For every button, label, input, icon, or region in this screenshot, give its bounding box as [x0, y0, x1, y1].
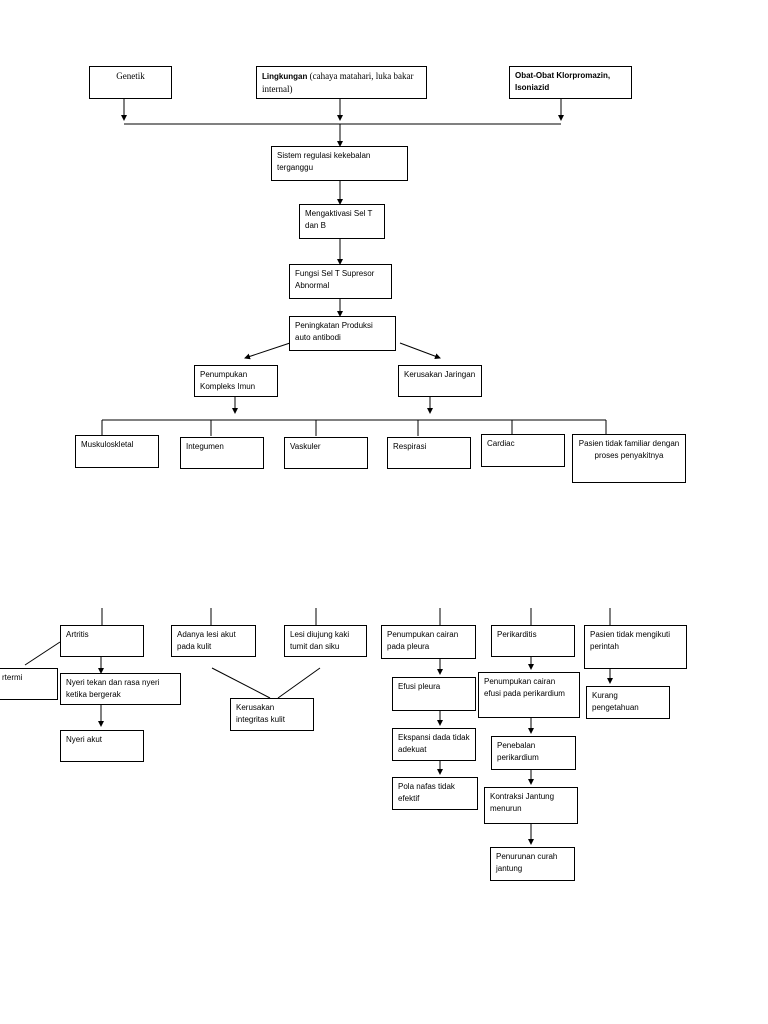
- box-pasien-perintah-text: Pasien tidak mengikuti perintah: [590, 630, 671, 651]
- box-kerusakan-jaringan: Kerusakan Jaringan: [398, 365, 482, 397]
- box-ekspansi-text: Ekspansi dada tidak adekuat: [398, 733, 470, 754]
- box-genetik: Genetik: [89, 66, 172, 99]
- box-penumpukan-kompleks-text: Penumpukan Kompleks Imun: [200, 370, 256, 391]
- box-muskuloskletal: Muskuloskletal: [75, 435, 159, 468]
- box-vaskuler: Vaskuler: [284, 437, 368, 469]
- box-pasien-familiar-text: Pasien tidak familiar dengan proses peny…: [578, 439, 680, 460]
- box-efusi-pleura: Efusi pleura: [392, 677, 476, 711]
- box-fungsi-sel: Fungsi Sel T Supresor Abnormal: [289, 264, 392, 299]
- box-pasien-familiar: Pasien tidak familiar dengan proses peny…: [572, 434, 686, 483]
- box-pola-nafas-text: Pola nafas tidak efektif: [398, 782, 455, 803]
- box-penurunan-text: Penurunan curah jantung: [496, 852, 558, 873]
- box-respirasi: Respirasi: [387, 437, 471, 469]
- box-fungsi-sel-text: Fungsi Sel T Supresor Abnormal: [295, 269, 375, 290]
- box-peningkatan-text: Peningkatan Produksi auto antibodi: [295, 321, 373, 342]
- box-obat: Obat-Obat Klorpromazin, Isoniazid: [509, 66, 632, 99]
- box-nyeri-akut: Nyeri akut: [60, 730, 144, 762]
- box-lingkungan: Lingkungan (cahaya matahari, luka bakar …: [256, 66, 427, 99]
- box-genetik-text: Genetik: [116, 71, 145, 81]
- box-hipertermi-text: rtermi: [2, 673, 23, 682]
- connector-line-29: [277, 667, 321, 699]
- box-mengaktivasi: Mengaktivasi Sel T dan B: [299, 204, 385, 239]
- connector-arrow-8: [244, 342, 291, 360]
- box-penumpukan-pleura-text: Penumpukan cairan pada pleura: [387, 630, 459, 651]
- box-integumen: Integumen: [180, 437, 264, 469]
- box-penumpukan-kompleks: Penumpukan Kompleks Imun: [194, 365, 278, 397]
- box-kerusakan-jaringan-text: Kerusakan Jaringan: [404, 370, 476, 379]
- box-lingkungan-rest: (cahaya matahari, luka bakar internal): [262, 71, 414, 95]
- connector-arrow-9: [399, 342, 441, 360]
- box-sistem-regulasi-text: Sistem regulasi kekebalan terganggu: [277, 151, 371, 172]
- box-integumen-text: Integumen: [186, 442, 224, 451]
- box-kerusakan-kulit-text: Kerusakan integritas kulit: [236, 703, 285, 724]
- box-ekspansi: Ekspansi dada tidak adekuat: [392, 728, 476, 761]
- box-nyeri-tekan: Nyeri tekan dan rasa nyeri ketika berger…: [60, 673, 181, 705]
- box-perikarditis: Perikarditis: [491, 625, 575, 657]
- connector-line-25: [24, 641, 61, 666]
- box-penumpukan-perikardium-text: Penumpukan cairan efusi pada perikardium: [484, 677, 565, 698]
- box-kontraksi-text: Kontraksi Jantung menurun: [490, 792, 555, 813]
- box-mengaktivasi-text: Mengaktivasi Sel T dan B: [305, 209, 373, 230]
- box-respirasi-text: Respirasi: [393, 442, 427, 451]
- box-cardiac-text: Cardiac: [487, 439, 515, 448]
- box-kurang-pengetahuan: Kurang pengetahuan: [586, 686, 670, 719]
- box-pasien-perintah: Pasien tidak mengikuti perintah: [584, 625, 687, 669]
- box-peningkatan: Peningkatan Produksi auto antibodi: [289, 316, 396, 351]
- box-lesi-ujung-text: Lesi diujung kaki tumit dan siku: [290, 630, 350, 651]
- box-kerusakan-kulit: Kerusakan integritas kulit: [230, 698, 314, 731]
- box-penumpukan-pleura: Penumpukan cairan pada pleura: [381, 625, 476, 659]
- box-artritis: Artritis: [60, 625, 144, 657]
- box-kontraksi: Kontraksi Jantung menurun: [484, 787, 578, 824]
- box-cardiac: Cardiac: [481, 434, 565, 467]
- box-nyeri-akut-text: Nyeri akut: [66, 735, 103, 744]
- box-penumpukan-perikardium: Penumpukan cairan efusi pada perikardium: [478, 672, 580, 718]
- box-penebalan: Penebalan perikardium: [491, 736, 576, 770]
- box-nyeri-tekan-text: Nyeri tekan dan rasa nyeri ketika berger…: [66, 678, 160, 699]
- box-artritis-text: Artritis: [66, 630, 89, 639]
- box-obat-text: Obat-Obat Klorpromazin, Isoniazid: [515, 71, 611, 92]
- box-sistem-regulasi: Sistem regulasi kekebalan terganggu: [271, 146, 408, 181]
- box-pola-nafas: Pola nafas tidak efektif: [392, 777, 478, 810]
- box-vaskuler-text: Vaskuler: [290, 442, 321, 451]
- box-hipertermi: rtermi: [0, 668, 58, 700]
- box-perikarditis-text: Perikarditis: [497, 630, 537, 639]
- box-kurang-pengetahuan-text: Kurang pengetahuan: [592, 691, 639, 712]
- box-muskuloskletal-text: Muskuloskletal: [81, 440, 134, 449]
- box-lingkungan-bold: Lingkungan: [262, 72, 308, 81]
- box-lesi-akut: Adanya lesi akut pada kulit: [171, 625, 256, 657]
- box-penebalan-text: Penebalan perikardium: [497, 741, 539, 762]
- box-penurunan: Penurunan curah jantung: [490, 847, 575, 881]
- box-lesi-akut-text: Adanya lesi akut pada kulit: [177, 630, 236, 651]
- box-efusi-pleura-text: Efusi pleura: [398, 682, 441, 691]
- box-lesi-ujung: Lesi diujung kaki tumit dan siku: [284, 625, 367, 657]
- connector-line-28: [211, 667, 271, 699]
